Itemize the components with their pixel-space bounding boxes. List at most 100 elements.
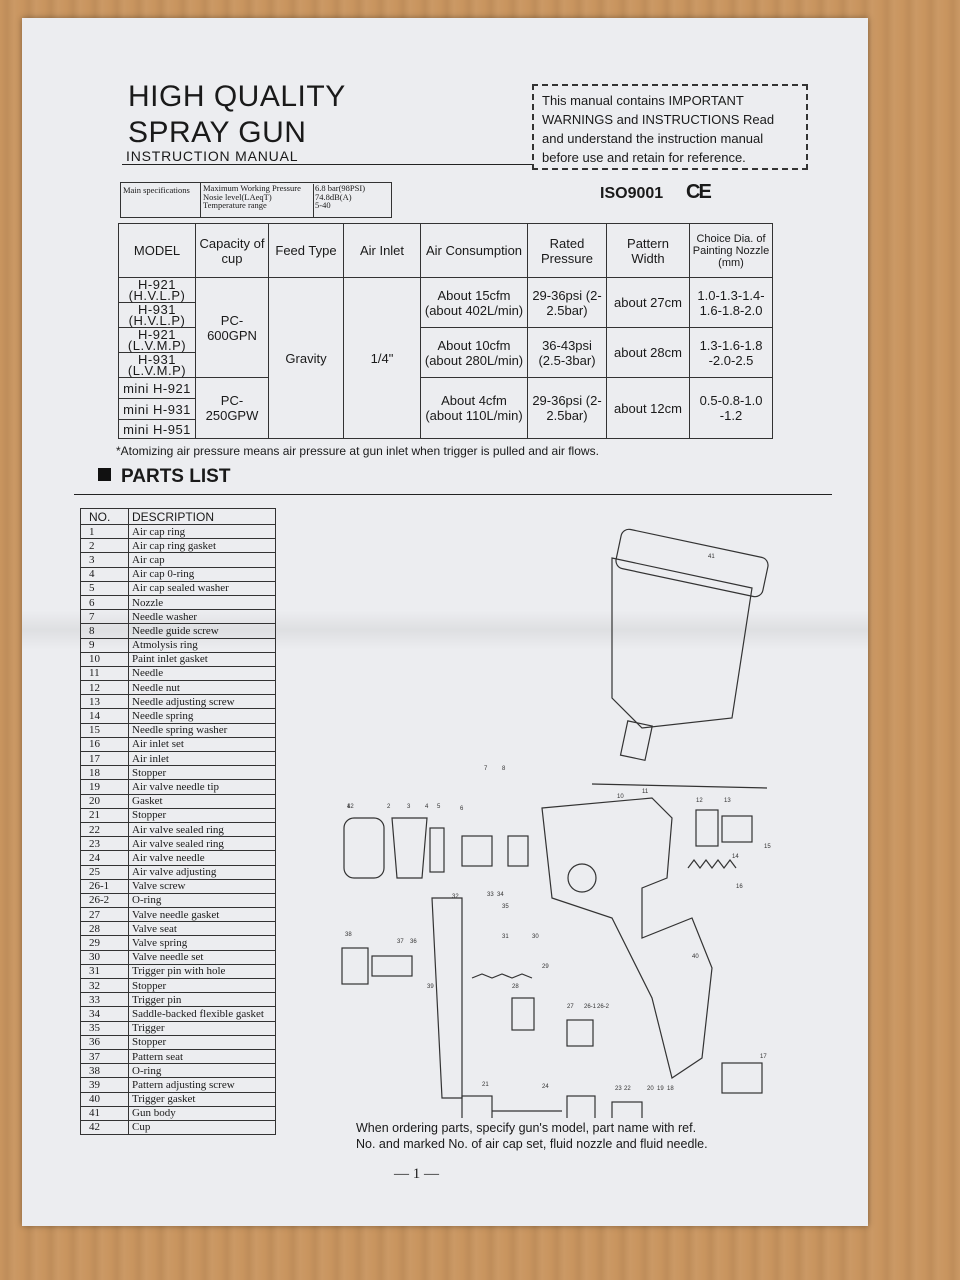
diagram-ref-label: 7 xyxy=(484,766,488,772)
header-capacity: Capacity of cup xyxy=(195,223,269,278)
gun-body-hole xyxy=(567,863,597,893)
diagram-ref-label: 39 xyxy=(427,984,434,990)
part-number: 26-1 xyxy=(80,878,129,894)
part-number: 19 xyxy=(80,779,129,795)
part-description: Air valve needle tip xyxy=(128,779,276,795)
needle-spring-shape xyxy=(687,859,737,869)
part-description: Air cap ring gasket xyxy=(128,538,276,554)
diagram-ref-label: 1 xyxy=(347,804,351,810)
spec-value: 74.8dB(A) xyxy=(315,191,352,202)
diagram-ref-label: 34 xyxy=(497,892,504,898)
spec-name: Nosie level(LAeqT) xyxy=(203,191,272,202)
nozzle-shape xyxy=(461,835,493,867)
part-number: 26-2 xyxy=(80,892,129,909)
air-cap-ring-shape xyxy=(343,817,385,879)
warning-line: This manual contains IMPORTANT xyxy=(542,93,744,108)
diagram-ref-label: 41 xyxy=(708,554,715,560)
part-number: 21 xyxy=(80,807,129,823)
part-description: Stopper xyxy=(128,1034,276,1050)
part-number: 12 xyxy=(80,680,129,696)
page-number: — 1 — xyxy=(394,1166,439,1182)
part-description: O-ring xyxy=(128,892,276,909)
model-name: mini H-931 xyxy=(118,398,196,420)
part-number: 39 xyxy=(80,1077,129,1093)
cup-neck xyxy=(619,720,653,762)
air-inlet: 1/4" xyxy=(343,277,421,439)
part-description: Stopper xyxy=(128,977,276,994)
part-number: 10 xyxy=(80,651,129,667)
diagram-ref-label: 17 xyxy=(760,1054,767,1060)
part-description: Air cap 0-ring xyxy=(128,566,276,582)
diagram-ref-label: 21 xyxy=(482,1082,489,1088)
part-description: Needle guide screw xyxy=(128,623,276,639)
diagram-ref-label: 30 xyxy=(532,934,539,940)
diagram-ref-label: 6 xyxy=(460,806,464,812)
part-description: Valve seat xyxy=(128,921,276,937)
diagram-ref-label: 15 xyxy=(764,844,771,850)
diagram-ref-label: 12 xyxy=(696,798,703,804)
adjusting-screw-shape xyxy=(721,815,753,843)
header-feed: Feed Type xyxy=(268,223,344,278)
air-valve-set-shape xyxy=(611,1101,643,1118)
diagram-ref-label: 35 xyxy=(502,904,509,910)
iso-mark: ISO9001 xyxy=(600,185,664,202)
air-valve-seal-shape xyxy=(566,1095,596,1118)
part-number: 18 xyxy=(80,765,129,781)
part-description: Needle xyxy=(128,665,276,682)
model-name: H-931 (H.V.L.P) xyxy=(118,302,196,328)
part-description: Trigger pin xyxy=(128,992,276,1008)
title-line1: HIGH QUALITY xyxy=(128,80,346,113)
part-number: 3 xyxy=(80,552,129,568)
header-inlet: Air Inlet xyxy=(343,223,421,278)
air-consumption: About 10cfm (about 280L/min) xyxy=(420,327,528,378)
rated-pressure: 29-36psi (2-2.5bar) xyxy=(527,277,607,328)
spec-name: Temperature range xyxy=(203,200,267,210)
parts-table-header: NO. DESCRIPTION xyxy=(80,508,276,525)
diagram-ref-label: 27 xyxy=(567,1004,574,1010)
model-row: H-921 (H.V.L.P) PC-600GPN Gravity 1/4" A… xyxy=(118,277,773,439)
diagram-ref-label: 33 xyxy=(487,892,494,898)
part-number: 31 xyxy=(80,963,129,980)
header-pattern: Pattern Width xyxy=(606,223,690,278)
part-number: 8 xyxy=(80,623,129,639)
part-description: Needle washer xyxy=(128,609,276,625)
air-inlet-shape xyxy=(721,1062,763,1094)
part-number: 17 xyxy=(80,750,129,767)
part-number: 36 xyxy=(80,1034,129,1050)
header-model: MODEL xyxy=(118,223,196,278)
ordering-note: When ordering parts, specify gun's model… xyxy=(356,1120,736,1152)
diagram-ref-label: 29 xyxy=(542,964,549,970)
part-number: 24 xyxy=(80,850,129,866)
warning-line: and understand the instruction manual xyxy=(542,131,764,146)
model-row: H-931 (L.V.M.P) xyxy=(118,352,773,378)
cup-lid xyxy=(615,528,769,598)
part-number: 2 xyxy=(80,538,129,554)
spec-name: Maximum Working Pressure xyxy=(203,183,301,193)
diagram-ref-label: 2 xyxy=(387,804,391,810)
part-description: Trigger gasket xyxy=(128,1091,276,1107)
gun-body-outline xyxy=(541,797,713,1079)
diagram-ref-label: 20 xyxy=(647,1086,654,1092)
parts-list-rule xyxy=(74,494,832,495)
cup-capacity: PC-250GPW xyxy=(195,377,269,439)
pattern-width: about 12cm xyxy=(606,377,690,439)
main-specifications-box: Main specifications Maximum Working Pres… xyxy=(120,182,392,218)
